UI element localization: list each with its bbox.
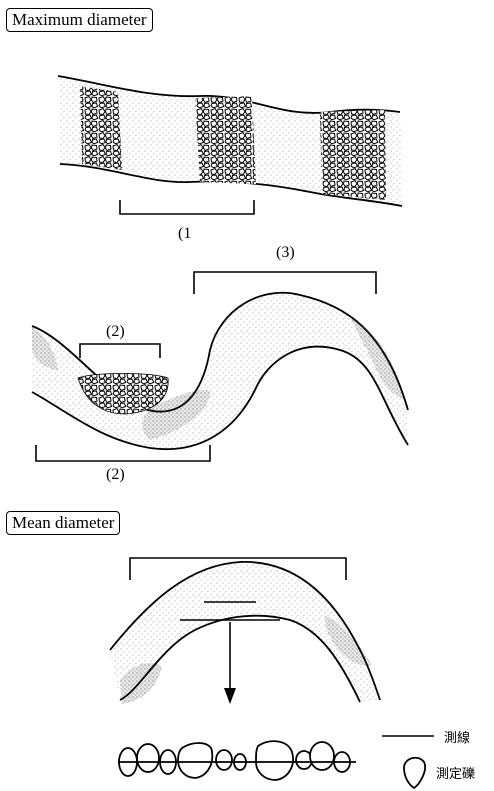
label-2-top: (2): [106, 323, 125, 341]
gravel-bar-right: [320, 110, 386, 200]
legend-clast-icon: [404, 758, 425, 788]
mean-diagram: [110, 558, 380, 704]
clast-row: [119, 741, 350, 780]
clast: [216, 750, 232, 770]
label-1: (1: [178, 225, 191, 243]
mean-diameter-title: Mean diameter: [6, 511, 120, 535]
straight-channel-diagram: [58, 76, 402, 214]
maximum-diameter-title: Maximum diameter: [6, 8, 153, 32]
clast: [310, 742, 334, 770]
clast: [178, 743, 212, 778]
gravel-bar-left: [80, 86, 122, 170]
legend-clast-label: 測定礫: [436, 763, 475, 782]
arrow-head: [224, 688, 236, 704]
bracket-2-top: [80, 344, 160, 358]
bracket-3: [194, 272, 376, 294]
bracket-1: [120, 200, 254, 214]
clast: [137, 744, 159, 772]
clast: [256, 741, 293, 780]
legend-line-label: 測線: [444, 727, 470, 746]
meander-diagram: [32, 272, 408, 461]
gravel-bar-center: [195, 96, 256, 184]
label-3: (3): [276, 244, 295, 262]
label-2-bottom: (2): [106, 466, 125, 484]
